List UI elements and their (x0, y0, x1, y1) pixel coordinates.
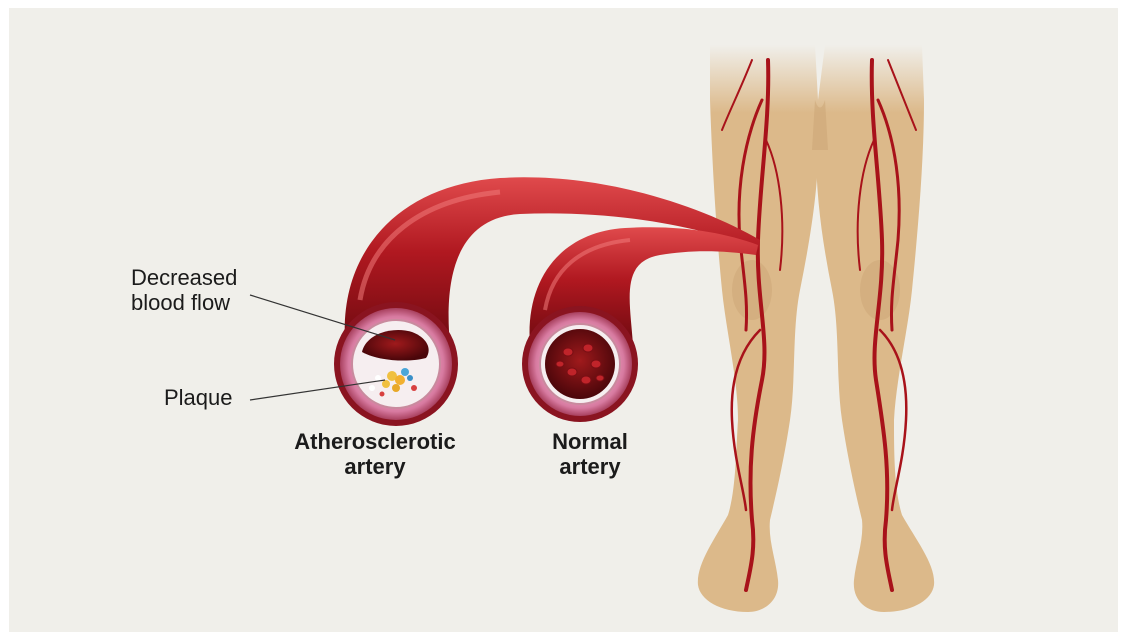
label-plaque: Plaque (164, 386, 233, 411)
label-normal-artery: Normal artery (520, 430, 660, 479)
legs (698, 45, 934, 612)
label-decreased-blood-flow: Decreased blood flow (131, 266, 237, 315)
left-leg (698, 45, 819, 612)
left-knee (732, 260, 772, 320)
normal-cross-section (522, 306, 638, 422)
label-atherosclerotic-artery: Atherosclerotic artery (290, 430, 460, 479)
